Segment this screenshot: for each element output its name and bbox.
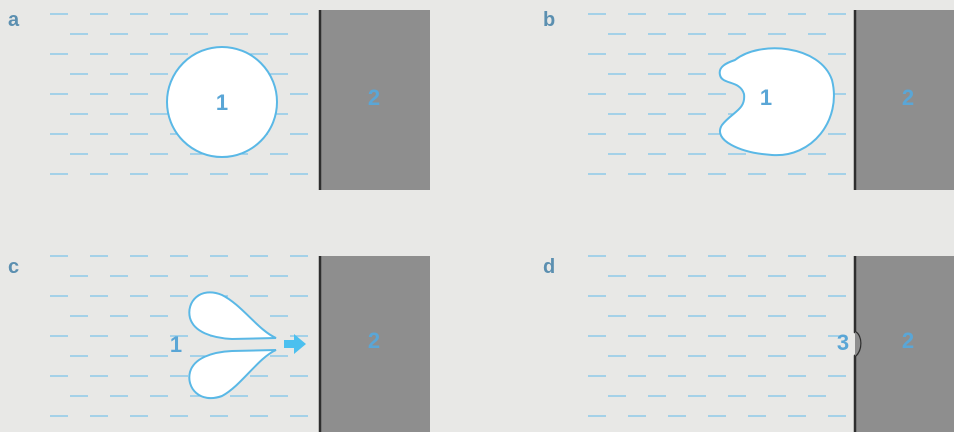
bubble-label-b: 1 <box>760 85 772 110</box>
wall-label-b: 2 <box>902 85 914 110</box>
bubble-b <box>720 48 834 155</box>
wall-label-a: 2 <box>368 85 380 110</box>
panel-a: a 1 2 <box>8 9 430 190</box>
panel-letter-b: b <box>543 9 555 31</box>
bubble-label-c: 1 <box>170 332 182 357</box>
jet-arrow-c <box>284 334 306 354</box>
liquid-dashes-d <box>588 256 846 416</box>
wall-label-d: 2 <box>902 328 914 353</box>
bubble-label-a: 1 <box>216 90 228 115</box>
panel-letter-d: d <box>543 256 555 278</box>
damage-label-d: 3 <box>837 330 849 355</box>
bubble-lower-lobe-c <box>189 350 276 398</box>
panel-c: c 1 2 <box>8 256 430 432</box>
panel-b: b 1 2 <box>543 9 954 190</box>
bubble-upper-lobe-c <box>189 292 276 339</box>
wall-label-c: 2 <box>368 328 380 353</box>
panel-letter-a: a <box>8 9 20 31</box>
panel-d: d 3 2 <box>543 256 954 432</box>
panel-letter-c: c <box>8 256 19 278</box>
